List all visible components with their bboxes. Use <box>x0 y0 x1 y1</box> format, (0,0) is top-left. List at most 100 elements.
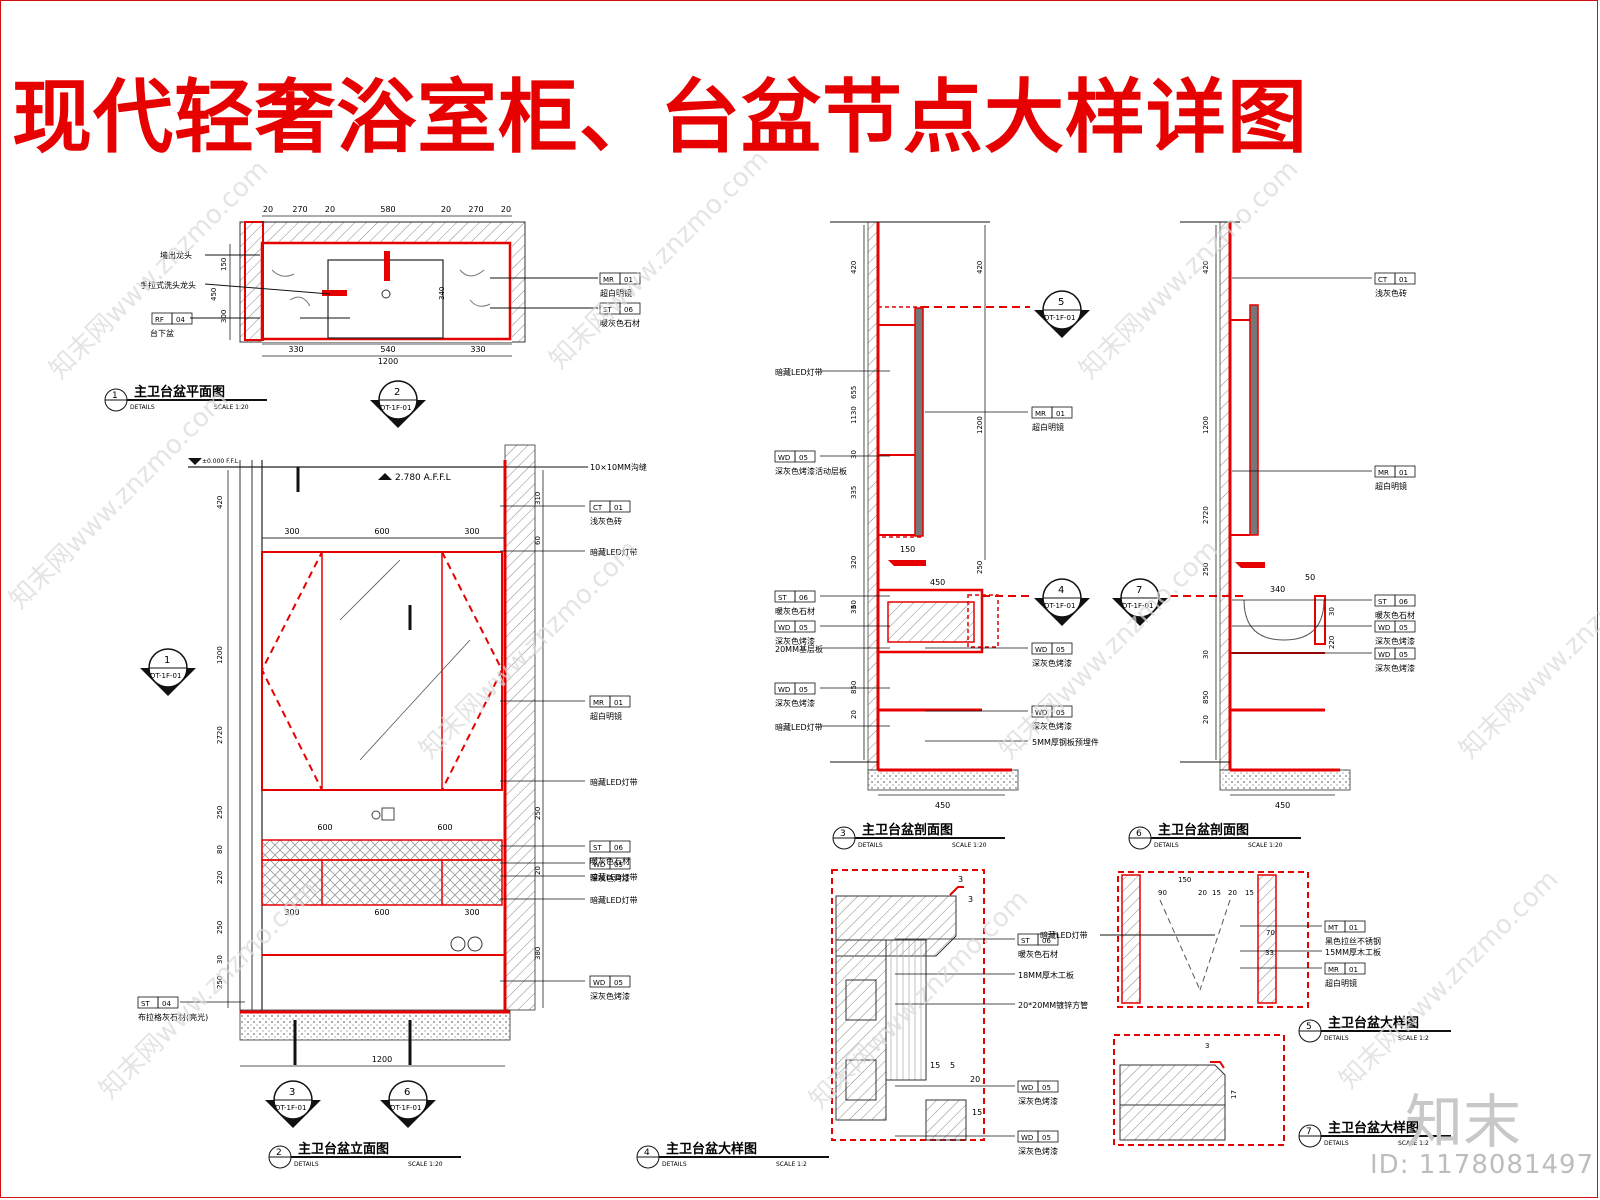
dim-text: 2720 <box>1202 506 1210 524</box>
tag-text: 布拉格灰石材(亮光) <box>138 1012 208 1022</box>
tag-code: CT <box>593 504 603 512</box>
view-scale: SCALE 1:20 <box>952 842 987 849</box>
tag-code: CT <box>1378 276 1388 284</box>
dim-text: 1200 <box>216 646 224 664</box>
material-tag: 暗藏LED灯带 <box>590 872 638 882</box>
dim-text: 850 <box>850 681 858 694</box>
callout-ref: DT-1F-01 <box>1044 602 1075 610</box>
svg-text:540: 540 <box>380 345 395 354</box>
tag-text: 深灰色烤漆 <box>590 873 630 883</box>
dim-text: 20 <box>1228 889 1237 897</box>
dim-text: 3 <box>968 895 973 904</box>
callout-ref: DT-1F-01 <box>1122 602 1153 610</box>
tag-text: 暗藏LED灯带 <box>590 872 638 882</box>
tag-num: 06 <box>624 306 633 314</box>
svg-text:暗藏LED灯带: 暗藏LED灯带 <box>1040 930 1088 940</box>
callout-number: 3 <box>289 1087 295 1098</box>
tag-text: 超白明镜 <box>590 711 622 721</box>
tag-num: 01 <box>1349 924 1358 932</box>
dim-text: 17 <box>1230 1090 1238 1099</box>
dim-text: 20 <box>850 710 858 719</box>
view-details: DETAILS <box>1154 842 1179 849</box>
material-tag: 15MM厚木工板 <box>1325 947 1381 957</box>
material-tag: CT 01 浅灰色砖 <box>1374 272 1416 298</box>
tag-text: 深灰色烤漆 <box>1018 1096 1058 1106</box>
material-tag: ST 06 暖灰色石材 <box>599 302 641 328</box>
svg-text:580: 580 <box>380 205 395 214</box>
view-scale: SCALE 1:2 <box>1398 1140 1429 1147</box>
tag-text: 暗藏LED灯带 <box>775 722 823 732</box>
callout-ref: DT-1F-01 <box>150 672 181 680</box>
dim-text: 5 <box>950 1061 955 1070</box>
tag-code: MR <box>593 699 604 707</box>
tag-text: 浅灰色砖 <box>1375 288 1407 298</box>
tag-num: 05 <box>1056 646 1065 654</box>
tag-code: WD <box>778 686 790 694</box>
dim-text: 20 <box>1198 889 1207 897</box>
svg-text:600: 600 <box>374 527 389 536</box>
dim-text: 33 <box>850 605 858 614</box>
dim-text: 1200 <box>976 416 984 434</box>
tag-text: 深灰色烤漆 <box>775 698 815 708</box>
svg-text:台下盆: 台下盆 <box>150 328 174 338</box>
view-number: 3 <box>840 829 846 839</box>
detail-7-view: 317 <box>1113 1034 1285 1146</box>
view-details: DETAILS <box>1324 1140 1349 1147</box>
tag-text: 暖灰色石材 <box>1375 610 1415 620</box>
tag-code: WD <box>1035 646 1047 654</box>
view-scale: SCALE 1:20 <box>408 1161 443 1168</box>
tag-num: 05 <box>1056 709 1065 717</box>
tag-num: 05 <box>1399 624 1408 632</box>
tag-num: 05 <box>1042 1084 1051 1092</box>
section-callout-2: 2DT-1F-01 <box>370 380 426 428</box>
section-callout-6: 6DT-1F-01 <box>380 1080 436 1128</box>
section-callout-5: 5DT-1F-01 <box>1034 290 1090 338</box>
dim-text: 15 <box>1245 889 1254 897</box>
tag-code: MR <box>1378 469 1389 477</box>
tag-num: 01 <box>1399 276 1408 284</box>
svg-text:300: 300 <box>284 908 299 917</box>
view-title: 主卫台盆大样图 <box>1328 1015 1419 1031</box>
watermark-text: 知末网www.znzmo.com <box>1334 864 1565 1095</box>
elevation-view: 2.780 A.F.F.L ±0.000 F.F.L 4201200272025… <box>137 444 647 1067</box>
svg-text:20: 20 <box>263 205 273 214</box>
view-title: 主卫台盆平面图 <box>134 384 225 400</box>
view-number: 6 <box>1136 829 1142 839</box>
dim-text: 420 <box>850 261 858 274</box>
dim-text: 250 <box>534 807 542 820</box>
dim-text: 15 <box>1212 889 1221 897</box>
tag-text: 深灰色烤漆 <box>1018 1146 1058 1156</box>
svg-text:600: 600 <box>317 823 332 832</box>
dim-text: 320 <box>850 556 858 569</box>
callout-ref: DT-1F-01 <box>390 1104 421 1112</box>
view-details: DETAILS <box>294 1161 319 1168</box>
view-number: 1 <box>112 391 118 401</box>
view-details: DETAILS <box>1324 1035 1349 1042</box>
dim-text: 340 <box>1270 585 1285 594</box>
view-number: 7 <box>1306 1127 1312 1137</box>
callout-number: 4 <box>1058 585 1064 596</box>
tag-num: 04 <box>176 316 185 324</box>
tag-code: ST <box>603 306 612 314</box>
tag-text: 深灰色烤漆 <box>1375 663 1415 673</box>
tag-text: 深灰色烤漆 <box>775 636 815 646</box>
tag-num: 06 <box>799 594 808 602</box>
tag-text: 暖灰色石材 <box>600 318 640 328</box>
callout-number: 1 <box>164 655 170 666</box>
view-number: 5 <box>1306 1022 1312 1032</box>
tag-text: 超白明镜 <box>1032 422 1064 432</box>
dim-text: 15 <box>930 1061 940 1070</box>
dim-text: 450 <box>1275 801 1290 810</box>
tag-text: 暖灰色石材 <box>1018 949 1058 959</box>
